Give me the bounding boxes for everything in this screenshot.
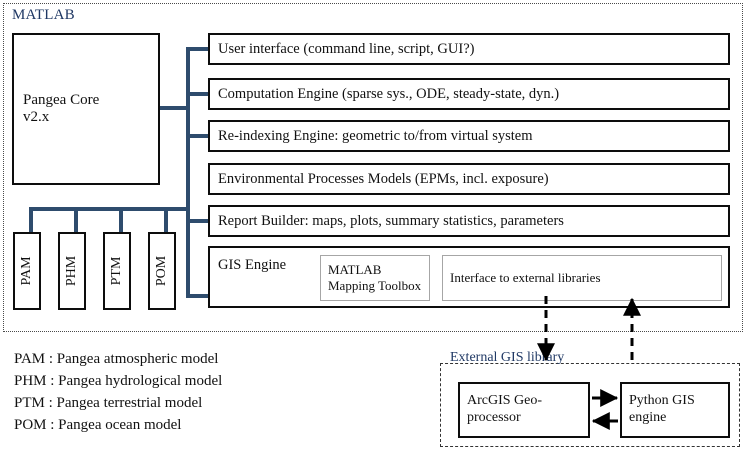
- legend-item-phm: PHM : Pangea hydrological model: [14, 373, 223, 389]
- python-gis-engine-label: Python GIS engine: [629, 393, 695, 425]
- connector-branch-report-builder: [186, 219, 210, 223]
- connector-branch-computation-engine: [186, 92, 210, 96]
- module-label-computation-engine: Computation Engine (sparse sys., ODE, st…: [218, 85, 560, 102]
- matlab-mapping-toolbox-box[interactable]: MATLAB Mapping Toolbox: [320, 255, 430, 301]
- module-label-re-indexing-engine: Re-indexing Engine: geometric to/from vi…: [218, 127, 533, 144]
- module-box-user-interface[interactable]: User interface (command line, script, GU…: [208, 33, 730, 65]
- module-label-environmental-processes-models: Environmental Processes Models (EPMs, in…: [218, 170, 549, 187]
- module-label-user-interface: User interface (command line, script, GU…: [218, 40, 475, 57]
- module-box-environmental-processes-models[interactable]: Environmental Processes Models (EPMs, in…: [208, 163, 730, 195]
- arcgis-geoprocessor-label: ArcGIS Geo-processor: [467, 393, 543, 425]
- module-label-report-builder: Report Builder: maps, plots, summary sta…: [218, 212, 564, 229]
- connector-submodel-bus: [29, 207, 190, 211]
- module-box-report-builder[interactable]: Report Builder: maps, plots, summary sta…: [208, 205, 730, 237]
- legend-item-pom: POM : Pangea ocean model: [14, 417, 182, 433]
- arcgis-geoprocessor-box[interactable]: ArcGIS Geo-processor: [458, 382, 590, 438]
- connector-core-to-trunk: [160, 106, 190, 110]
- gis-engine-title: GIS Engine: [218, 257, 287, 273]
- pangea-core-label: Pangea Core v2.x: [23, 91, 100, 125]
- legend-item-pam: PAM : Pangea atmospheric model: [14, 351, 219, 367]
- matlab-container: [3, 3, 743, 332]
- legend: PAM : Pangea atmospheric model PHM : Pan…: [14, 348, 344, 436]
- submodel-label-pam: PAM: [19, 256, 34, 286]
- external-gis-library-container: [440, 363, 740, 447]
- submodel-label-ptm: PTM: [109, 256, 124, 286]
- connector-drop-phm: [74, 207, 78, 234]
- connector-branch-user-interface: [186, 47, 210, 51]
- connector-drop-pam: [29, 207, 33, 234]
- submodel-box-pom[interactable]: POM: [148, 232, 176, 310]
- external-libraries-interface-label: Interface to external libraries: [450, 270, 601, 286]
- gis-engine-box[interactable]: GIS Engine MATLAB Mapping Toolbox Interf…: [208, 246, 730, 308]
- connector-main-trunk: [186, 47, 190, 298]
- external-libraries-interface-box[interactable]: Interface to external libraries: [442, 255, 722, 301]
- submodel-box-ptm[interactable]: PTM: [103, 232, 131, 310]
- python-gis-engine-box[interactable]: Python GIS engine: [620, 382, 730, 438]
- connector-drop-pom: [164, 207, 168, 234]
- module-box-computation-engine[interactable]: Computation Engine (sparse sys., ODE, st…: [208, 78, 730, 110]
- connector-drop-ptm: [119, 207, 123, 234]
- matlab-container-label: MATLAB: [12, 7, 75, 23]
- matlab-mapping-toolbox-label: MATLAB Mapping Toolbox: [328, 262, 422, 293]
- legend-item-ptm: PTM : Pangea terrestrial model: [14, 395, 203, 411]
- pangea-core-box[interactable]: Pangea Core v2.x: [12, 33, 160, 185]
- connector-branch-re-indexing-engine: [186, 134, 210, 138]
- submodel-label-pom: POM: [154, 255, 169, 287]
- external-gis-library-label: External GIS library: [450, 350, 565, 365]
- submodel-label-phm: PHM: [64, 255, 79, 287]
- module-box-re-indexing-engine[interactable]: Re-indexing Engine: geometric to/from vi…: [208, 120, 730, 152]
- submodel-box-pam[interactable]: PAM: [13, 232, 41, 310]
- submodel-box-phm[interactable]: PHM: [58, 232, 86, 310]
- connector-branch-gis-engine: [186, 294, 210, 298]
